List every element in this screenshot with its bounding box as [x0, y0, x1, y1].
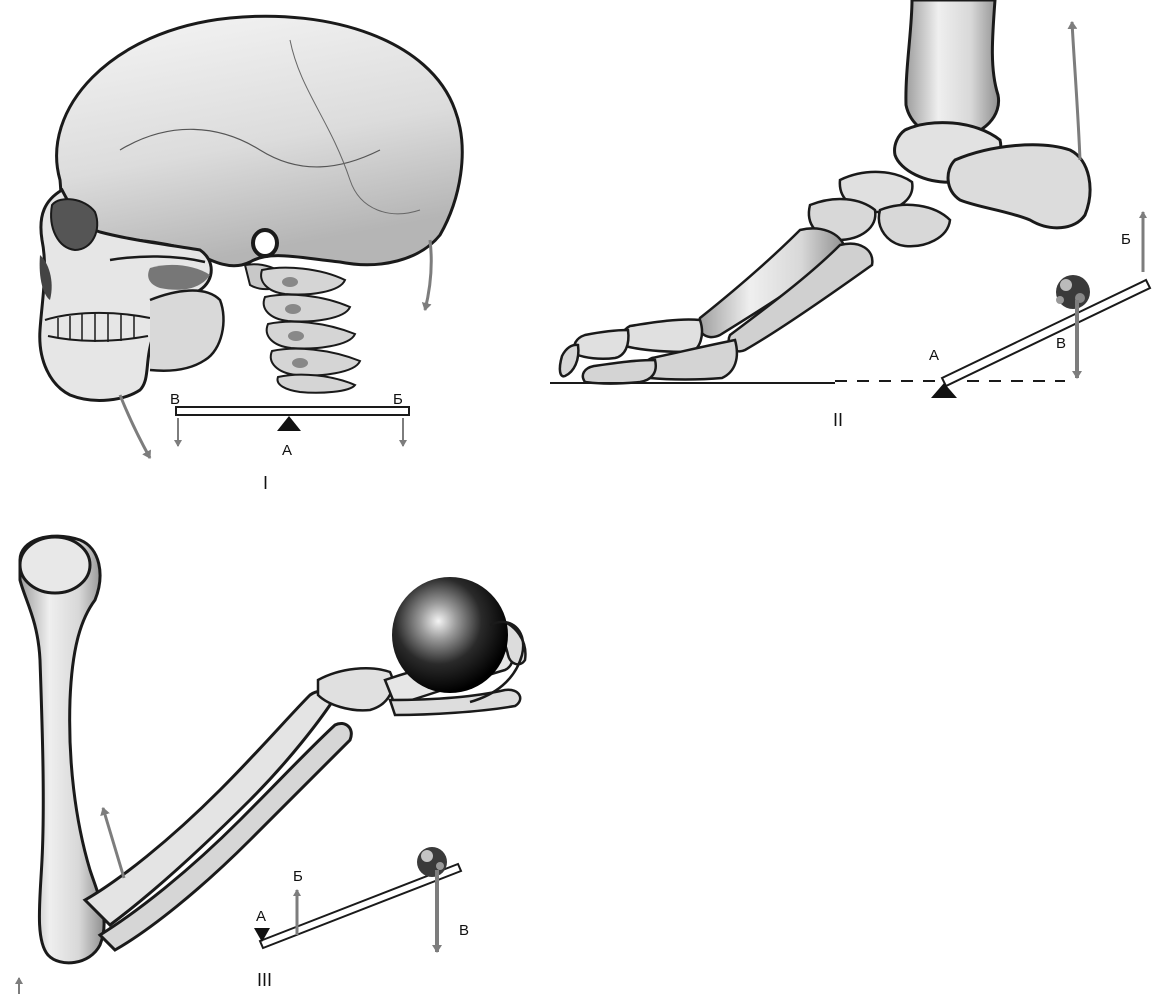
cervical-spine — [261, 268, 360, 393]
force-down-label: В — [459, 922, 469, 939]
load-object — [417, 847, 447, 877]
force-up-label: Б — [1121, 231, 1131, 248]
force-down-label: В — [1056, 335, 1066, 352]
fulcrum-label: А — [256, 908, 266, 925]
ball — [392, 577, 508, 693]
lever-diagram-II: А Б В — [929, 212, 1150, 398]
arm-illustration — [20, 536, 525, 963]
foot-heel-up-arrow — [1072, 22, 1080, 160]
force-up-label: Б — [293, 868, 303, 885]
skull-illustration — [40, 16, 463, 400]
lever-bar — [942, 280, 1150, 386]
panel-numeral: II — [833, 410, 843, 430]
lever-diagram-III: А Б В — [254, 847, 469, 952]
panel-numeral: III — [257, 970, 272, 990]
fulcrum-triangle — [277, 416, 301, 431]
lever-diagram-I: В Б А — [170, 391, 409, 459]
fulcrum-triangle — [931, 383, 957, 398]
panel-foot: А Б В II — [550, 0, 1150, 430]
panel-arm: А Б В III — [19, 536, 525, 994]
load-object — [1056, 275, 1090, 309]
fulcrum-label: А — [929, 347, 939, 364]
foot-illustration — [550, 0, 1090, 384]
arm-biceps-up-arrow — [103, 808, 124, 878]
lever-right-label: Б — [393, 391, 403, 408]
panel-numeral: I — [263, 473, 268, 493]
panel-skull: В Б А I — [40, 16, 463, 493]
skull-face-down-arrow — [120, 395, 150, 458]
skull-occiput-down-arrow — [425, 240, 431, 310]
fulcrum-label: А — [282, 442, 292, 459]
lever-left-label: В — [170, 391, 180, 408]
lever-bar — [176, 407, 409, 415]
